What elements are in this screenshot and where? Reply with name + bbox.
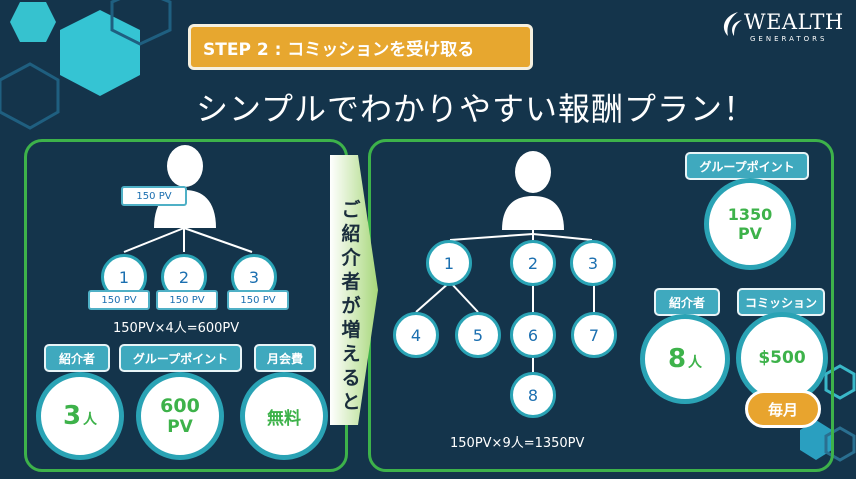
left-fee-bubble: 無料 <box>240 372 328 460</box>
arrow-char: え <box>341 343 361 365</box>
right-node-6: 6 <box>510 312 556 358</box>
monthly-badge: 毎月 <box>745 390 821 428</box>
left-referrers-tag: 紹介者 <box>44 344 110 372</box>
arrow-char: る <box>341 367 361 389</box>
left-formula: 150PV×4人=600PV <box>113 321 240 336</box>
left-node-2-pv: 150 PV <box>156 290 218 310</box>
right-group-points-tag: グループポイント <box>685 152 809 180</box>
right-group-value: 1350 <box>727 205 773 224</box>
page-title: シンプルでわかりやすい報酬プラン！ <box>196 90 757 128</box>
left-referrers-value: 3 <box>62 401 82 431</box>
hexagon-decoration-bottom <box>800 364 856 462</box>
leaf-icon <box>723 12 742 36</box>
arrow-char: 増 <box>341 319 361 341</box>
arrow-char: 者 <box>341 271 361 293</box>
arrow-char: ご <box>341 199 361 221</box>
right-commission-value: $500 <box>758 348 806 368</box>
right-referrers-value: 8 <box>667 344 687 374</box>
arrow-char: 紹 <box>341 223 361 245</box>
right-commission-bubble: $500 <box>736 312 828 404</box>
left-referrers-unit: 人 <box>83 412 98 428</box>
left-group-bubble: 600 PV <box>136 372 224 460</box>
left-node-3-pv: 150 PV <box>227 290 289 310</box>
right-node-3: 3 <box>570 240 616 286</box>
right-group-bubble: 1350 PV <box>704 178 796 270</box>
arrow-char: 介 <box>341 247 361 269</box>
left-group-unit: PV <box>167 417 193 437</box>
right-node-5: 5 <box>455 312 501 358</box>
brand-name: WEALTH <box>744 10 844 34</box>
brand-logo: WEALTH GENERATORS <box>714 6 850 43</box>
left-monthly-fee-tag: 月会費 <box>254 344 316 372</box>
step-banner: STEP 2 : コミッションを受け取る <box>188 24 533 70</box>
hexagon-decoration <box>0 0 172 130</box>
arrow-shape <box>330 155 378 425</box>
right-node-4: 4 <box>393 312 439 358</box>
top-pv-badge: 150 PV <box>121 186 187 206</box>
right-node-1: 1 <box>426 240 472 286</box>
right-group-unit: PV <box>737 224 763 243</box>
right-referrers-unit: 人 <box>688 355 703 371</box>
arrow-text: ご 紹 介 者 が 増 え る と <box>340 198 362 414</box>
person-icon <box>502 151 564 230</box>
right-formula: 150PV×9人=1350PV <box>450 436 585 451</box>
right-node-7: 7 <box>571 312 617 358</box>
left-fee-value: 無料 <box>267 408 301 429</box>
left-node-1-pv: 150 PV <box>88 290 150 310</box>
right-referrers-tag: 紹介者 <box>654 288 720 316</box>
arrow-char: が <box>341 295 361 317</box>
brand-subtitle: GENERATORS <box>750 35 828 43</box>
left-group-value: 600 <box>160 395 200 417</box>
arrow-char: と <box>341 391 361 413</box>
left-group-points-tag: グループポイント <box>119 344 242 372</box>
right-node-2: 2 <box>510 240 556 286</box>
right-node-8: 8 <box>510 372 556 418</box>
